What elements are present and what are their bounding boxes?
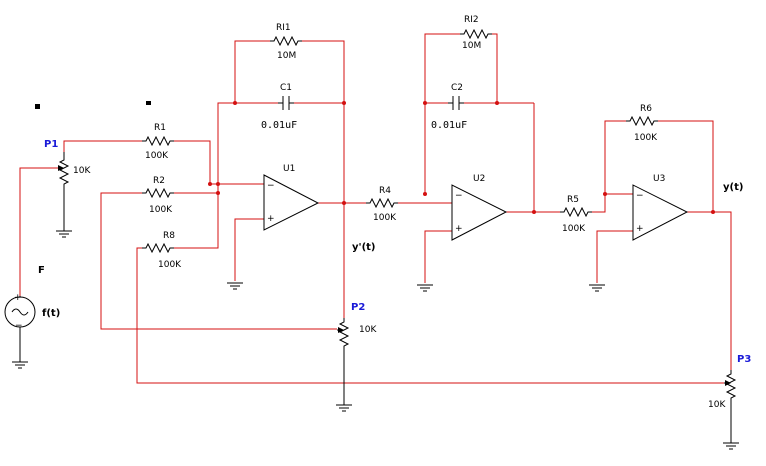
svg-text:+: + <box>14 293 22 303</box>
ground-u3 <box>588 284 606 292</box>
capacitor-c2 <box>448 96 464 110</box>
potentiometer-p2 <box>335 317 353 412</box>
resistor-r4 <box>365 198 399 208</box>
svg-text:−: − <box>267 181 275 191</box>
r2-name-label: R2 <box>153 176 165 186</box>
source-signal-label: f(t) <box>42 308 60 319</box>
resistor-r8 <box>141 243 175 253</box>
u3-label: U3 <box>653 174 665 184</box>
resistor-r5 <box>559 207 593 217</box>
r1-value-label: 100K <box>145 151 169 161</box>
resistor-ri2 <box>459 29 493 39</box>
c1-value-label: 0.01uF <box>261 120 297 131</box>
resistor-r1 <box>141 136 175 146</box>
r4-value-label: 100K <box>373 213 397 223</box>
ri1-name-label: RI1 <box>276 23 291 33</box>
svg-text:+: + <box>267 214 275 224</box>
r5-name-label: R5 <box>567 195 579 205</box>
resistor-r2 <box>141 188 175 198</box>
svg-text:−: − <box>15 321 23 331</box>
ri1-value-label: 10M <box>277 51 296 61</box>
r6-value-label: 100K <box>634 133 658 143</box>
c2-name-label: C2 <box>451 83 463 93</box>
potentiometer-p1 <box>55 152 73 238</box>
p3-name-label: P3 <box>737 354 751 365</box>
svg-text:−: − <box>455 191 463 201</box>
source-f: + − <box>4 293 36 369</box>
r6-name-label: R6 <box>640 104 652 114</box>
ground-u1 <box>226 282 244 290</box>
capacitor-c1 <box>278 96 294 110</box>
resistor-r6 <box>625 116 659 126</box>
junction-dots <box>208 101 715 214</box>
resistor-ri1 <box>269 36 303 46</box>
svg-text:−: − <box>636 191 644 201</box>
ri2-value-label: 10M <box>462 41 481 51</box>
u1-label: U1 <box>283 164 295 174</box>
r8-name-label: R8 <box>163 231 175 241</box>
ri2-name-label: RI2 <box>464 15 479 25</box>
marker-right <box>146 101 151 105</box>
p1-value-label: 10K <box>73 166 91 176</box>
opamp-u1: − + <box>263 174 320 231</box>
opamp-u3: − + <box>632 184 689 241</box>
r5-value-label: 100K <box>562 224 586 234</box>
ground-u2 <box>416 284 434 292</box>
r2-value-label: 100K <box>149 205 173 215</box>
r1-name-label: R1 <box>154 123 166 133</box>
c1-name-label: C1 <box>280 83 292 93</box>
p1-name-label: P1 <box>44 139 58 150</box>
svg-text:+: + <box>636 224 644 234</box>
potentiometer-p3 <box>722 369 740 450</box>
r4-name-label: R4 <box>379 186 391 196</box>
c2-value-label: 0.01uF <box>431 120 467 131</box>
opamp-u2: − + <box>451 184 508 241</box>
source-label: F <box>38 265 45 276</box>
marker-left <box>35 104 40 109</box>
p3-value-label: 10K <box>708 400 726 410</box>
p2-name-label: P2 <box>351 302 365 313</box>
y-prime-label: y'(t) <box>352 242 376 253</box>
y-label: y(t) <box>723 182 743 193</box>
u2-label: U2 <box>473 174 485 184</box>
r8-value-label: 100K <box>158 260 182 270</box>
p2-value-label: 10K <box>359 325 377 335</box>
svg-text:+: + <box>455 224 463 234</box>
